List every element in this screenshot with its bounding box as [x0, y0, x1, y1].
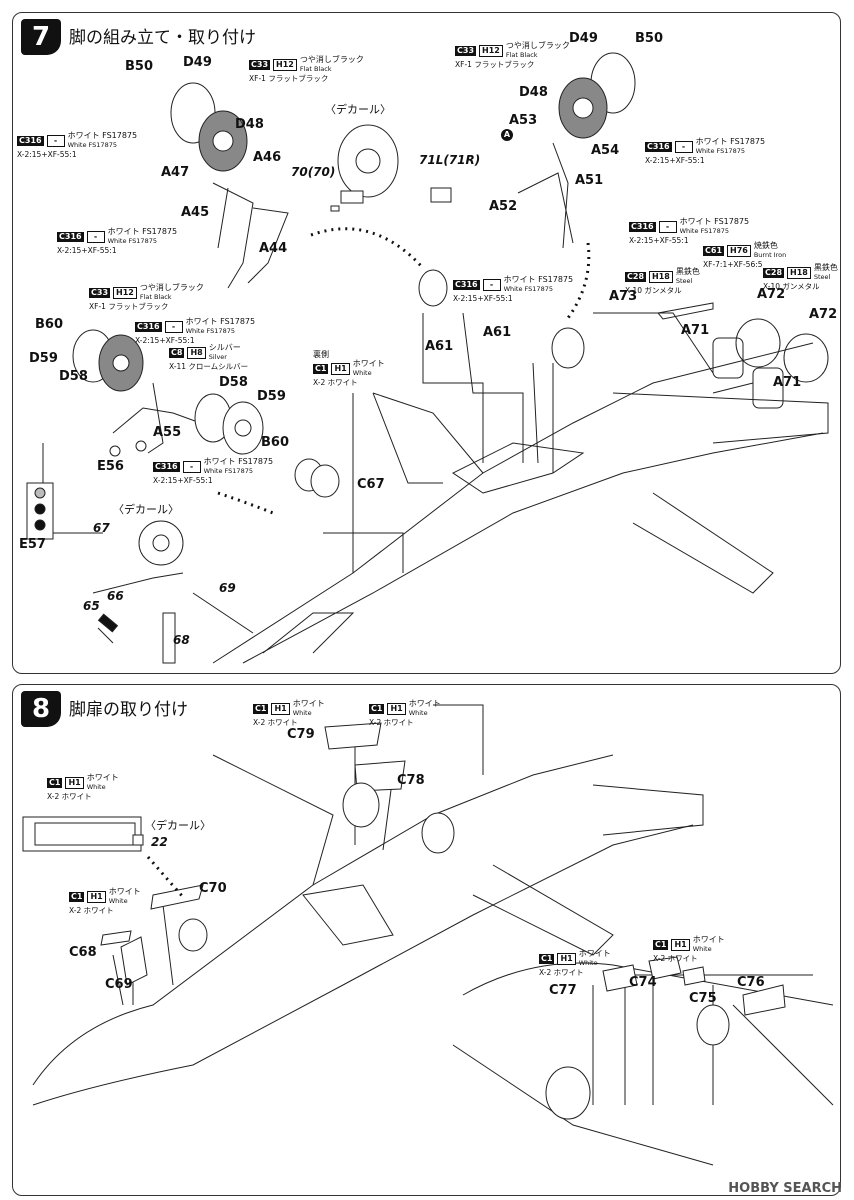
part-label: C75: [689, 991, 717, 1006]
part-label: A61: [483, 325, 512, 340]
part-label: E57: [19, 537, 46, 552]
part-label: C68: [69, 945, 97, 960]
part-label: B60: [261, 435, 289, 450]
landing-gear-diagram: [26, 52, 829, 664]
decal-number: 71L(71R): [419, 153, 481, 167]
part-label: A44: [259, 241, 288, 256]
decal-number: 68: [173, 633, 190, 647]
step-number-badge: 8: [21, 691, 61, 727]
part-label: B50: [125, 59, 153, 74]
part-label: A45: [181, 205, 210, 220]
decal-number: 22: [151, 835, 168, 849]
part-label: D59: [29, 351, 58, 366]
part-label: D58: [219, 375, 248, 390]
step-title: 脚の組み立て・取り付け: [69, 28, 256, 48]
part-label: D48: [519, 85, 548, 100]
part-label: A73: [609, 289, 638, 304]
part-label: B50: [635, 31, 663, 46]
part-label: A54: [591, 143, 620, 158]
part-label: A53: [509, 113, 538, 128]
decal-label: 〈デカール〉: [113, 503, 179, 516]
decal-number: 65: [83, 599, 100, 613]
decal-label: 〈デカール〉: [325, 103, 391, 116]
part-label: D48: [235, 117, 264, 132]
part-label: A52: [489, 199, 518, 214]
part-label: D49: [569, 31, 598, 46]
decal-number: 67: [93, 521, 110, 535]
part-label: A61: [425, 339, 454, 354]
step-number-badge: 7: [21, 19, 61, 55]
part-label: C67: [357, 477, 385, 492]
part-label: A47: [161, 165, 190, 180]
gear-door-diagram: [22, 704, 834, 1166]
part-label: C78: [397, 773, 425, 788]
part-label: D49: [183, 55, 212, 70]
part-label: A55: [153, 425, 182, 440]
decal-number: 70(70): [291, 165, 336, 179]
part-label: C69: [105, 977, 133, 992]
part-label: A72: [757, 287, 786, 302]
part-label: D59: [257, 389, 286, 404]
circle-mark: A: [501, 129, 513, 141]
part-label: D58: [59, 369, 88, 384]
watermark: HOBBY SEARCH: [728, 1181, 842, 1196]
decal-number: 66: [107, 589, 124, 603]
part-label: C70: [199, 881, 227, 896]
part-label: A71: [681, 323, 710, 338]
decal-label: 〈デカール〉: [145, 819, 211, 832]
part-label: B60: [35, 317, 63, 332]
reverse-side-note: 裏側: [313, 350, 329, 359]
part-label: A51: [575, 173, 604, 188]
part-label: C76: [737, 975, 765, 990]
step-7-panel: 7 脚の組み立て・取り付け: [12, 12, 841, 674]
step-8-panel: 8 脚扉の取り付け: [12, 684, 841, 1196]
part-label: C77: [549, 983, 577, 998]
part-label: E56: [97, 459, 124, 474]
part-label: C74: [629, 975, 657, 990]
part-label: C79: [287, 727, 315, 742]
part-label: A72: [809, 307, 838, 322]
decal-number: 69: [219, 581, 236, 595]
step-title: 脚扉の取り付け: [69, 700, 188, 720]
part-label: A46: [253, 150, 282, 165]
part-label: A71: [773, 375, 802, 390]
